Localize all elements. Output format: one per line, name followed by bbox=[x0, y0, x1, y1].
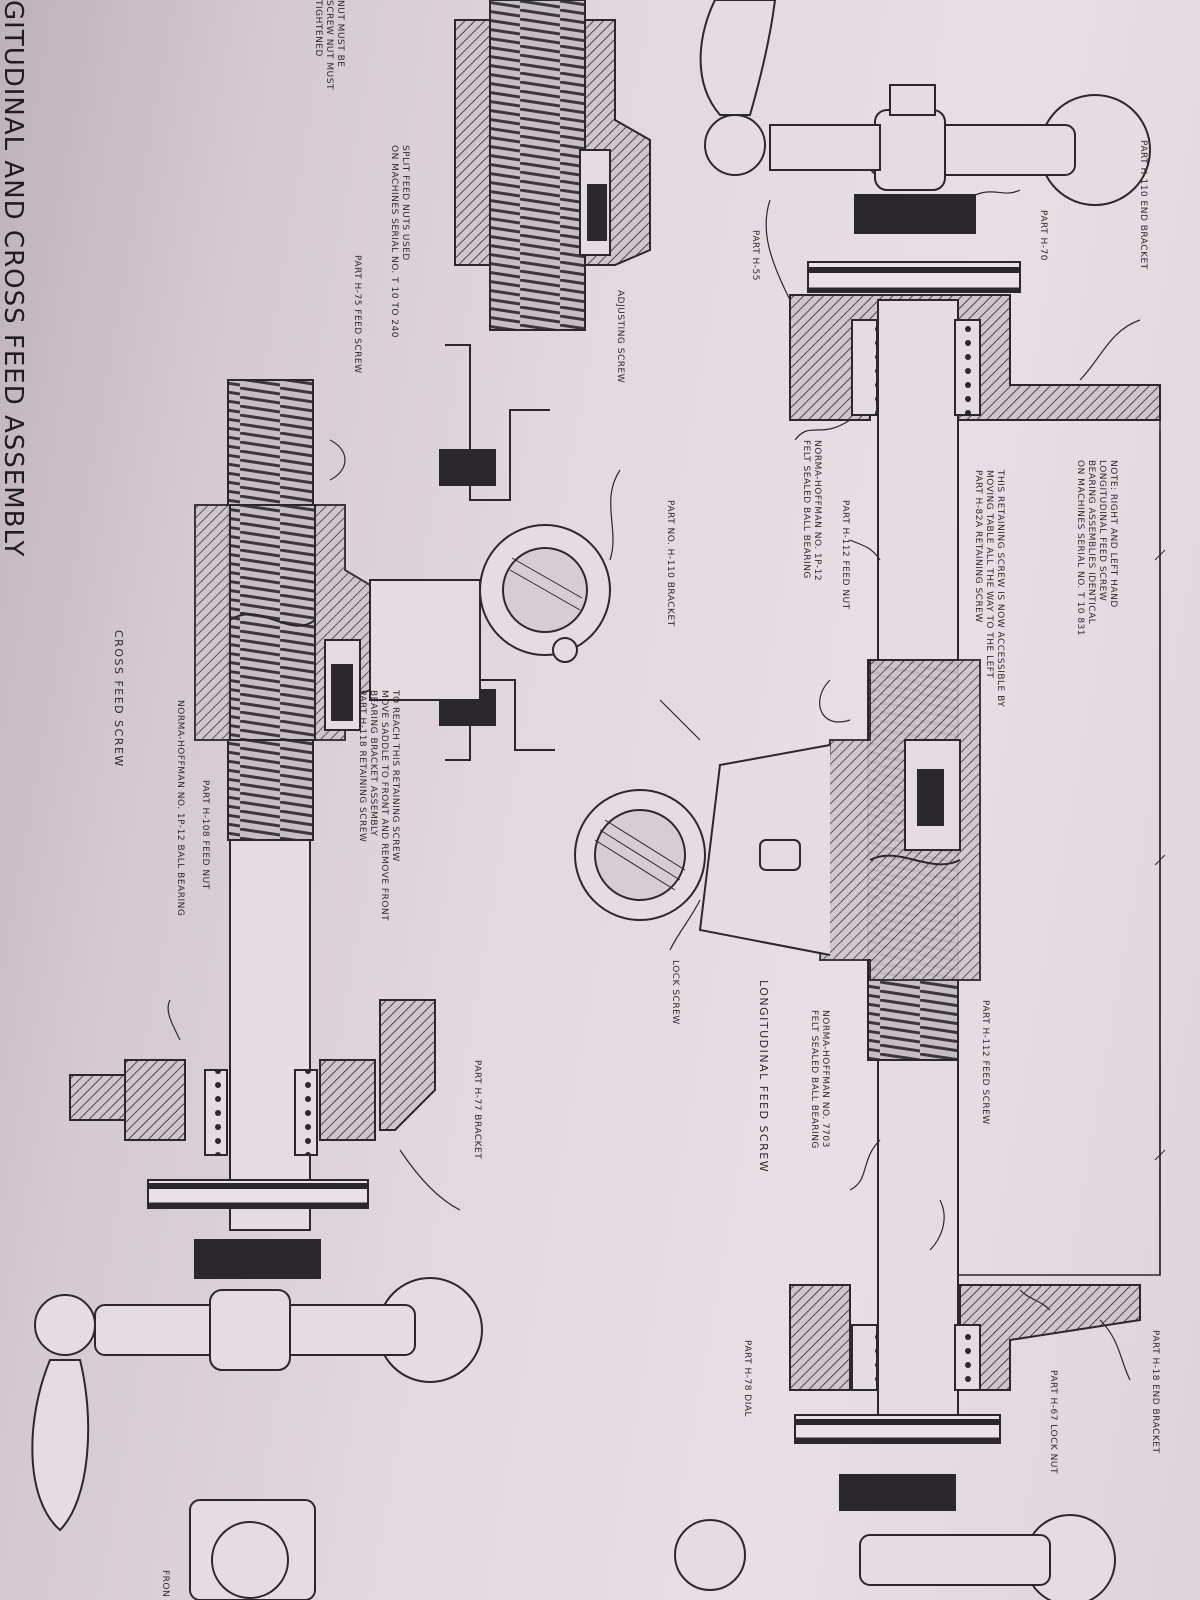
label-feed-screw-112: PART H-112 FEED SCREW bbox=[980, 1000, 990, 1125]
label-lock-screw: LOCK SCREW bbox=[670, 960, 680, 1025]
label-norma-hoffman-3: NORMA-HOFFMAN NO. 1P-12 BALL BEARING bbox=[175, 700, 185, 917]
ball-bearing-icon bbox=[851, 319, 878, 416]
label-feed-nut-108: PART H-108 FEED NUT bbox=[200, 780, 210, 890]
cross-feed-assembly bbox=[31, 0, 651, 1600]
label-felt-sealed-1: NORMA-HOFFMAN NO. 1P-12 FELT SEALED BALL… bbox=[801, 440, 822, 582]
label-adjust-note: NUT MUST BE SCREW NUT MUST TIGHTENED bbox=[313, 0, 345, 90]
label-retaining-screw-note: THIS RETAINING SCREW IS NOW ACCESSIBLE B… bbox=[973, 470, 1005, 708]
split-nut-screw bbox=[489, 0, 586, 331]
label-part-h78: PART H-78 DIAL bbox=[742, 1340, 752, 1418]
label-front: FRON bbox=[160, 1570, 170, 1598]
label-split-feed-nuts: SPLIT FEED NUTS USED ON MACHINES SERIAL … bbox=[389, 145, 410, 338]
label-note-right-left: NOTE: RIGHT AND LEFT HAND LONGITUDINAL F… bbox=[1075, 460, 1118, 637]
caption-cross: CROSS FEED SCREW bbox=[112, 630, 125, 768]
label-part-h70: PART H-70 bbox=[1038, 210, 1048, 261]
caption-longitudinal: LONGITUDINAL FEED SCREW bbox=[757, 980, 770, 1174]
longitudinal-feed-assembly bbox=[574, 0, 1166, 1600]
cross-lock-nut bbox=[194, 1239, 321, 1279]
label-part-h110-bracket: PART NO. H-110 BRACKET bbox=[665, 500, 675, 627]
label-part-h67: PART H-67 LOCK NUT bbox=[1048, 1370, 1058, 1474]
label-feed-nut-112: PART H-112 FEED NUT bbox=[840, 500, 850, 610]
label-adjusting-screw: ADJUSTING SCREW bbox=[615, 290, 625, 384]
page-title: GITUDINAL AND CROSS FEED ASSEMBLY bbox=[0, 0, 28, 558]
handwheel-icon bbox=[769, 84, 1151, 206]
label-end-bracket-right: PART H-110 END BRACKET bbox=[1138, 140, 1148, 270]
label-cross-screw-75: PART H-75 FEED SCREW bbox=[352, 255, 362, 374]
label-part-h55: PART H-55 bbox=[750, 230, 760, 281]
label-retaining-note: TO REACH THIS RETAINING SCREW MOVE SADDL… bbox=[357, 690, 400, 922]
label-end-bracket-h18: PART H-18 END BRACKET bbox=[1150, 1330, 1160, 1454]
hand-crank-icon bbox=[699, 0, 777, 176]
lock-nut-top bbox=[854, 194, 976, 234]
lock-nut-bottom bbox=[839, 1474, 956, 1511]
end-bracket-bottom bbox=[789, 1284, 851, 1391]
label-bracket-77: PART H-77 BRACKET bbox=[472, 1060, 482, 1160]
label-norma-hoffman-4: NORMA-HOFFMAN NO. 7703 FELT SEALED BALL … bbox=[809, 1010, 830, 1149]
